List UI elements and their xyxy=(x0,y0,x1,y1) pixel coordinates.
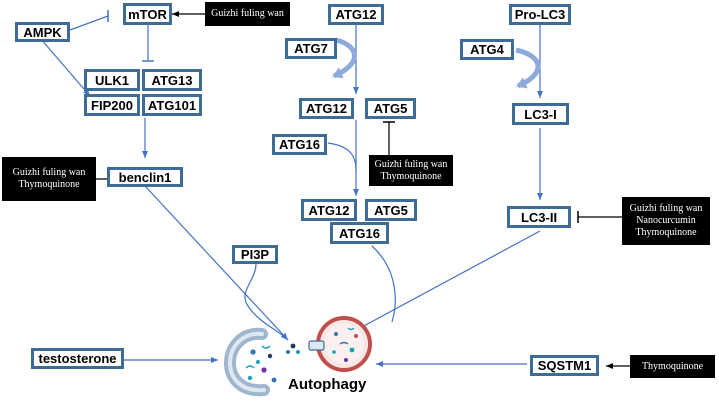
node-pi3p[interactable]: PI3P xyxy=(232,245,278,264)
drug-name: Guizhi fuling wan xyxy=(374,158,448,170)
atg7-catalysis-arrow xyxy=(332,37,357,79)
drug-name: Guizhi fuling wan xyxy=(12,167,86,178)
phagophore-icon xyxy=(224,327,300,397)
node-benclin1[interactable]: benclin1 xyxy=(107,167,183,187)
node-atg5-low[interactable]: ATG5 xyxy=(365,199,417,221)
drug-name: Thymoquinone xyxy=(18,179,80,190)
atg4-catalysis-arrow xyxy=(515,47,541,89)
node-atg16-low[interactable]: ATG16 xyxy=(330,222,389,244)
drug-name: Guizhi fuling wan xyxy=(629,203,703,214)
pi3p-to-autophagy-arrow xyxy=(244,263,289,341)
node-testosterone[interactable]: testosterone xyxy=(31,348,124,369)
node-ampk[interactable]: AMPK xyxy=(15,22,70,42)
node-atg16-mid[interactable]: ATG16 xyxy=(272,134,327,155)
lysosome-icon xyxy=(308,316,372,372)
node-atg7[interactable]: ATG7 xyxy=(285,38,337,59)
atg16-join-line xyxy=(327,142,357,171)
drug-label-mtor: Guizhi fuling wan xyxy=(205,2,290,26)
atg16-complex-to-lysosome-line xyxy=(371,245,396,323)
node-atg12-low[interactable]: ATG12 xyxy=(301,199,357,221)
node-pro-lc3[interactable]: Pro-LC3 xyxy=(509,4,571,25)
node-atg12-top[interactable]: ATG12 xyxy=(328,4,384,25)
drug-name: Guizhi fuling wan xyxy=(211,8,284,19)
benclin-to-autophagy-arrow xyxy=(144,185,289,341)
autophagy-label: Autophagy xyxy=(288,376,367,393)
drug-label-sqstm1: Thymoquinone xyxy=(630,355,715,378)
drug-name: Thymoquinone xyxy=(635,227,697,238)
node-lc3-ii[interactable]: LC3-II xyxy=(507,206,571,228)
ampk-inhibits-mtor-line xyxy=(69,15,109,31)
drug-label-lc3ii: Guizhi fuling wan Nanocurcumin Thymoquin… xyxy=(622,197,710,245)
node-atg4[interactable]: ATG4 xyxy=(460,39,514,60)
node-lc3-i[interactable]: LC3-I xyxy=(512,103,569,125)
node-atg12-mid[interactable]: ATG12 xyxy=(299,98,354,119)
node-mtor[interactable]: mTOR xyxy=(123,3,172,25)
drug-name: Thymoquinone xyxy=(641,360,704,372)
lc3ii-to-autophagy-arrow xyxy=(333,230,541,343)
node-atg101[interactable]: ATG101 xyxy=(142,94,202,116)
drug-label-benclin1: Guizhi fuling wan Thymoquinone xyxy=(2,157,96,201)
drug-label-atg5: Guizhi fuling wan Thymoquinone xyxy=(369,155,453,186)
drug-name: Nanocurcumin xyxy=(636,215,696,226)
node-atg5-mid[interactable]: ATG5 xyxy=(365,98,416,119)
drug-name: Thymoquinone xyxy=(380,170,442,182)
node-fip200[interactable]: FIP200 xyxy=(84,94,140,116)
ampk-to-fip200-arrow xyxy=(39,37,91,97)
node-atg13[interactable]: ATG13 xyxy=(142,69,202,91)
node-ulk1[interactable]: ULK1 xyxy=(84,69,140,91)
node-sqstm1[interactable]: SQSTM1 xyxy=(530,355,599,376)
